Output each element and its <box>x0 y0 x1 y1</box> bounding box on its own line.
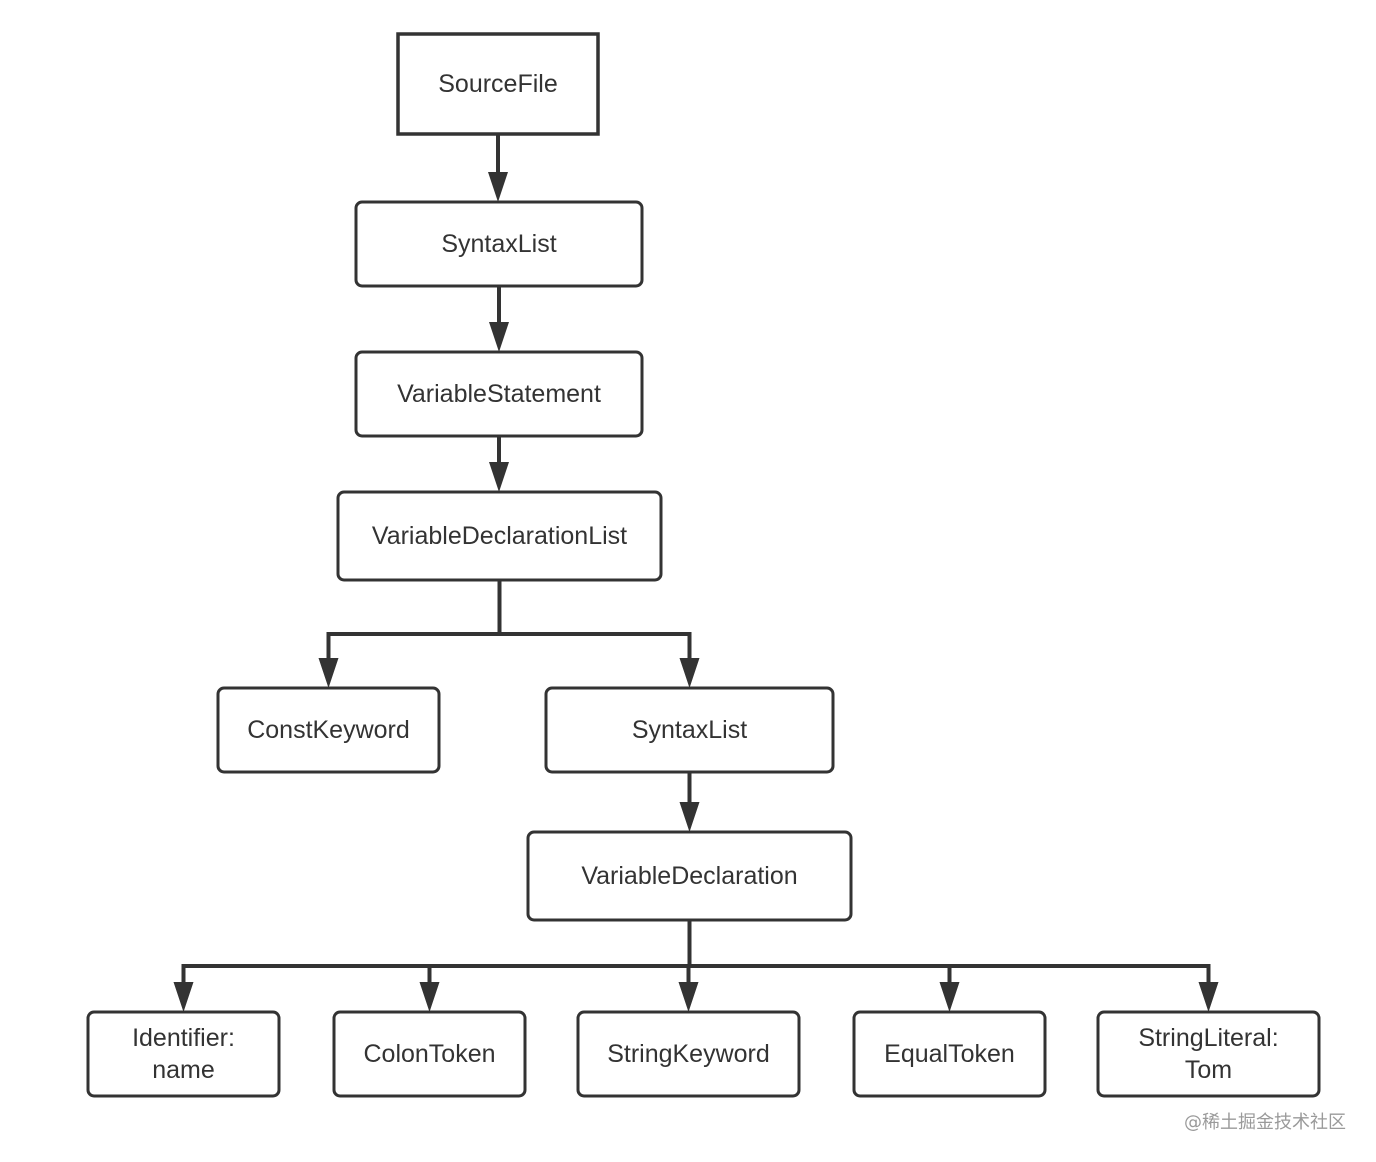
node-string-keyword: StringKeyword <box>576 1010 801 1098</box>
node-box <box>576 1010 801 1098</box>
arrowhead-syntax_list_1 <box>488 172 508 202</box>
edges-layer <box>173 134 1219 1012</box>
node-box <box>396 32 600 136</box>
node-box <box>852 1010 1047 1098</box>
node-box <box>544 686 835 774</box>
node-label: name <box>152 1056 215 1084</box>
node-label: SourceFile <box>438 70 558 98</box>
watermark: @稀土掘金技术社区 <box>1184 1112 1346 1133</box>
arrowhead-colon_token <box>419 982 440 1012</box>
node-variable-declaration: VariableDeclaration <box>526 830 853 922</box>
node-label: VariableDeclaration <box>581 862 797 890</box>
arrowhead-string_literal <box>1198 982 1219 1012</box>
arrowhead-const_keyword <box>318 658 339 688</box>
node-variable-declaration-list: VariableDeclarationList <box>336 490 663 582</box>
node-const-keyword: ConstKeyword <box>216 686 441 774</box>
node-label: StringKeyword <box>607 1040 770 1068</box>
node-label: VariableStatement <box>397 380 601 408</box>
node-box <box>216 686 441 774</box>
nodes-layer: SourceFileSyntaxListVariableStatementVar… <box>86 32 1321 1098</box>
node-string-literal: StringLiteral: Tom <box>1096 1010 1321 1098</box>
arrowhead-variable_declaration <box>679 802 700 832</box>
node-label: VariableDeclarationList <box>372 522 627 550</box>
node-variable-statement: VariableStatement <box>354 350 644 438</box>
arrowhead-syntax_list_2 <box>679 658 700 688</box>
node-identifier: Identifier: name <box>86 1010 281 1098</box>
node-box <box>1096 1010 1321 1098</box>
node-box <box>354 350 644 438</box>
node-box <box>354 200 644 288</box>
node-label: Tom <box>1185 1056 1232 1084</box>
node-equal-token: EqualToken <box>852 1010 1047 1098</box>
arrowhead-variable_statement <box>489 322 509 352</box>
node-syntax-list-2: SyntaxList <box>544 686 835 774</box>
arrowhead-variable_declaration_list <box>489 462 509 492</box>
arrowhead-equal_token <box>939 982 960 1012</box>
arrowhead-string_keyword <box>678 982 699 1012</box>
node-box <box>526 830 853 922</box>
node-label: SyntaxList <box>632 716 747 744</box>
node-colon-token: ColonToken <box>332 1010 527 1098</box>
node-label: EqualToken <box>884 1040 1015 1068</box>
node-label: StringLiteral: <box>1138 1024 1278 1052</box>
node-box <box>336 490 663 582</box>
node-label: ConstKeyword <box>247 716 410 744</box>
node-source-file: SourceFile <box>396 32 600 136</box>
node-label: SyntaxList <box>441 230 556 258</box>
node-box <box>86 1010 281 1098</box>
node-label: ColonToken <box>363 1040 495 1068</box>
node-label: Identifier: <box>132 1024 235 1052</box>
node-box <box>332 1010 527 1098</box>
arrowhead-identifier <box>173 982 194 1012</box>
node-syntax-list-1: SyntaxList <box>354 200 644 288</box>
